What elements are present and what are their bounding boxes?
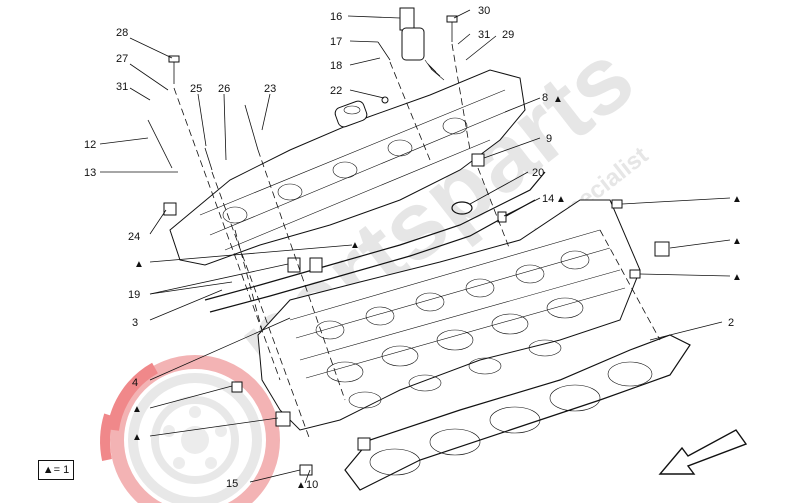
callout-14: 14 [542, 193, 554, 205]
dowel-19b [309, 257, 323, 273]
callout-20: 20 [532, 167, 544, 179]
callout-19: 19 [128, 289, 140, 301]
plug-right-3 [629, 269, 641, 279]
triangle-icon-left-2: ▲ [132, 404, 142, 415]
legend-text: = 1 [53, 464, 70, 476]
legend-box: ▲= 1 [38, 460, 74, 480]
dowel-19a [287, 257, 301, 273]
callout-22: 22 [330, 85, 342, 97]
vvt-solenoid [401, 27, 425, 61]
callout-31-left: 31 [116, 81, 128, 93]
bolt-25 [204, 147, 213, 171]
callout-16: 16 [330, 11, 342, 23]
bush-24 [163, 202, 177, 216]
screw-17 [377, 41, 391, 61]
head-gasket [344, 334, 691, 491]
callout-12: 12 [84, 139, 96, 151]
plug-right-2 [654, 241, 670, 257]
cover-seal [204, 171, 546, 301]
plug-9 [471, 153, 485, 167]
callout-10: 10 [306, 479, 318, 491]
plug-left-1 [231, 381, 243, 393]
callout-27: 27 [116, 53, 128, 65]
stud-14 [497, 211, 507, 223]
callout-10-triangle-icon: ▲ [296, 480, 306, 491]
callout-26: 26 [218, 83, 230, 95]
callout-3: 3 [132, 317, 138, 329]
callout-18: 18 [330, 60, 342, 72]
callout-23: 23 [264, 83, 276, 95]
bolt-23 [244, 104, 259, 151]
callout-29: 29 [502, 29, 514, 41]
cover-seal-inner [209, 199, 536, 313]
callout-24: 24 [128, 231, 140, 243]
leader-lines [99, 9, 731, 484]
triangle-markers: ▲ ▲ ▲ ▲ ▲ ▲ ▲ [132, 194, 742, 443]
triangle-icon-right-2: ▲ [732, 236, 742, 247]
solenoid-spring [424, 59, 445, 81]
callout-17: 17 [330, 36, 342, 48]
valve-ports-row [315, 250, 590, 409]
triangle-icon-left-3: ▲ [132, 432, 142, 443]
callout-13: 13 [84, 167, 96, 179]
legend-triangle-icon: ▲ [42, 464, 54, 476]
callout-labels: 28 27 31 25 26 23 12 13 24 16 17 18 22 3… [84, 5, 734, 491]
callout-31-right: 31 [478, 29, 490, 41]
triangle-icon-left-1: ▲ [134, 259, 144, 270]
callout-14-triangle-icon: ▲ [556, 194, 566, 205]
dowel-bottom [357, 437, 371, 451]
triangle-icon-center: ▲ [350, 240, 360, 251]
plug-right-1 [611, 199, 623, 209]
triangle-icon-right-3: ▲ [732, 272, 742, 283]
callout-30: 30 [478, 5, 490, 17]
cylinder-head-lower [257, 199, 641, 431]
callout-4: 4 [132, 377, 138, 389]
screw-15 [299, 464, 313, 476]
callout-25: 25 [190, 83, 202, 95]
solenoid-connector [399, 7, 415, 31]
washer-22 [381, 96, 389, 104]
plug-left-2 [275, 411, 291, 427]
watermark-wheel-icon [100, 355, 280, 503]
triangle-icon-right-1: ▲ [732, 194, 742, 205]
callout-8: 8 [542, 92, 548, 104]
cam-journals [222, 117, 468, 224]
assembly-dash-lines [173, 43, 661, 441]
callout-2: 2 [728, 317, 734, 329]
callout-9: 9 [546, 133, 552, 145]
callout-28: 28 [116, 27, 128, 39]
bolt-12 [147, 119, 173, 169]
callout-15: 15 [226, 478, 238, 490]
callout-8-triangle-icon: ▲ [553, 94, 563, 105]
arrow-down-left-icon [658, 429, 748, 475]
o-ring-20 [451, 201, 473, 215]
